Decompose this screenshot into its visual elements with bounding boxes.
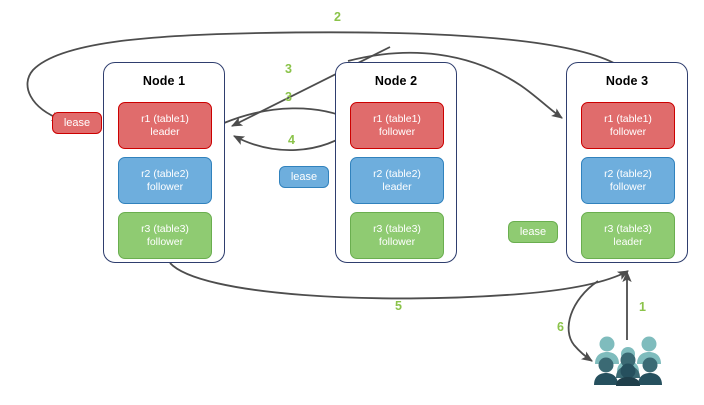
replica-r1-node3[interactable]: r1 (table1) follower — [581, 102, 675, 149]
node-card-node2[interactable]: Node 2 r1 (table1) follower r2 (table2) … — [335, 62, 457, 263]
step-label-5: 5 — [395, 299, 402, 313]
replica-name: r1 (table1) — [141, 112, 189, 125]
replica-r2-node3[interactable]: r2 (table2) follower — [581, 157, 675, 204]
step-label-3-upper: 3 — [285, 62, 292, 76]
replica-r3-node2[interactable]: r3 (table3) follower — [350, 212, 444, 259]
edge-step-6 — [567, 280, 599, 362]
step-label-4: 4 — [288, 133, 295, 147]
replica-r1-node1[interactable]: r1 (table1) leader — [118, 102, 212, 149]
replica-role: follower — [146, 180, 184, 193]
node-title: Node 3 — [605, 74, 649, 88]
node-card-node3[interactable]: Node 3 r1 (table1) follower r2 (table2) … — [566, 62, 688, 263]
edge-step-2 — [26, 31, 615, 121]
replica-role: leader — [382, 180, 412, 193]
step-label-2: 2 — [334, 10, 341, 24]
lease-badge-blue[interactable]: lease — [279, 166, 329, 188]
lease-badge-red[interactable]: lease — [52, 112, 102, 134]
step-label-3-lower: 3 — [285, 90, 292, 104]
replica-name: r1 (table1) — [373, 112, 421, 125]
replica-role: follower — [609, 180, 647, 193]
replica-role: follower — [146, 235, 184, 248]
replica-r2-node2[interactable]: r2 (table2) leader — [350, 157, 444, 204]
replica-name: r2 (table2) — [604, 167, 652, 180]
node-title: Node 2 — [374, 74, 418, 88]
lease-badge-green[interactable]: lease — [508, 221, 558, 243]
replica-r2-node1[interactable]: r2 (table2) follower — [118, 157, 212, 204]
replica-role: follower — [378, 235, 416, 248]
replica-r1-node2[interactable]: r1 (table1) follower — [350, 102, 444, 149]
replica-name: r3 (table3) — [141, 222, 189, 235]
step-label-1: 1 — [639, 300, 646, 314]
replica-name: r3 (table3) — [604, 222, 652, 235]
replica-role: leader — [613, 235, 643, 248]
replica-role: leader — [150, 125, 180, 138]
replica-name: r3 (table3) — [373, 222, 421, 235]
replica-name: r2 (table2) — [373, 167, 421, 180]
replica-name: r2 (table2) — [141, 167, 189, 180]
edge-step-5 — [169, 262, 629, 300]
replica-role: follower — [378, 125, 416, 138]
step-label-6: 6 — [557, 320, 564, 334]
people-group-icon — [594, 336, 662, 386]
node-title: Node 1 — [142, 74, 186, 88]
replica-role: follower — [609, 125, 647, 138]
node-card-node1[interactable]: Node 1 r1 (table1) leader r2 (table2) fo… — [103, 62, 225, 263]
replica-r3-node1[interactable]: r3 (table3) follower — [118, 212, 212, 259]
replica-r3-node3[interactable]: r3 (table3) leader — [581, 212, 675, 259]
edge-step-3-upper — [347, 51, 563, 119]
replica-name: r1 (table1) — [604, 112, 652, 125]
